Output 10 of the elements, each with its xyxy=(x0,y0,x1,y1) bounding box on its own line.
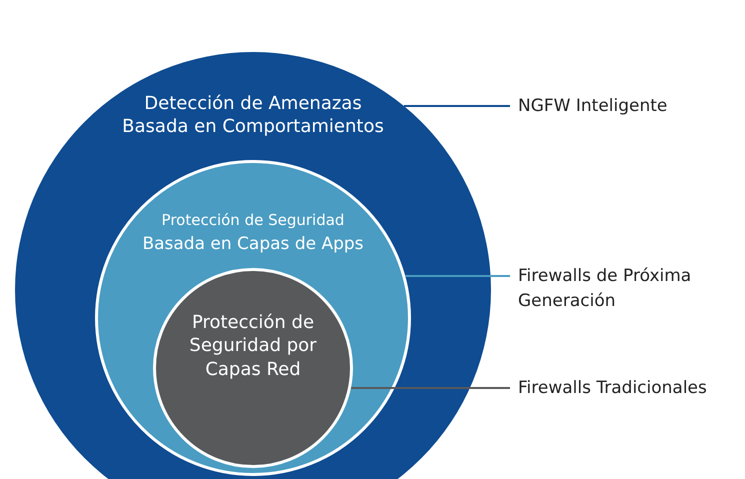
leader-label: Firewalls de Próxima Generación xyxy=(518,264,733,314)
circle-label: Protección de Seguridad xyxy=(160,211,346,230)
circle-label: Protección de Seguridad por Capas Red xyxy=(188,311,318,382)
leader-label: NGFW Inteligente xyxy=(518,94,718,119)
circle-label: Basada en Capas de Apps xyxy=(141,233,365,256)
leader-line xyxy=(404,105,510,107)
leader-line xyxy=(405,275,510,277)
circle-label: Detección de Amenazas Basada en Comportamientos xyxy=(121,92,385,139)
leader-line xyxy=(350,387,510,389)
leader-label: Firewalls Tradicionales xyxy=(518,376,743,401)
